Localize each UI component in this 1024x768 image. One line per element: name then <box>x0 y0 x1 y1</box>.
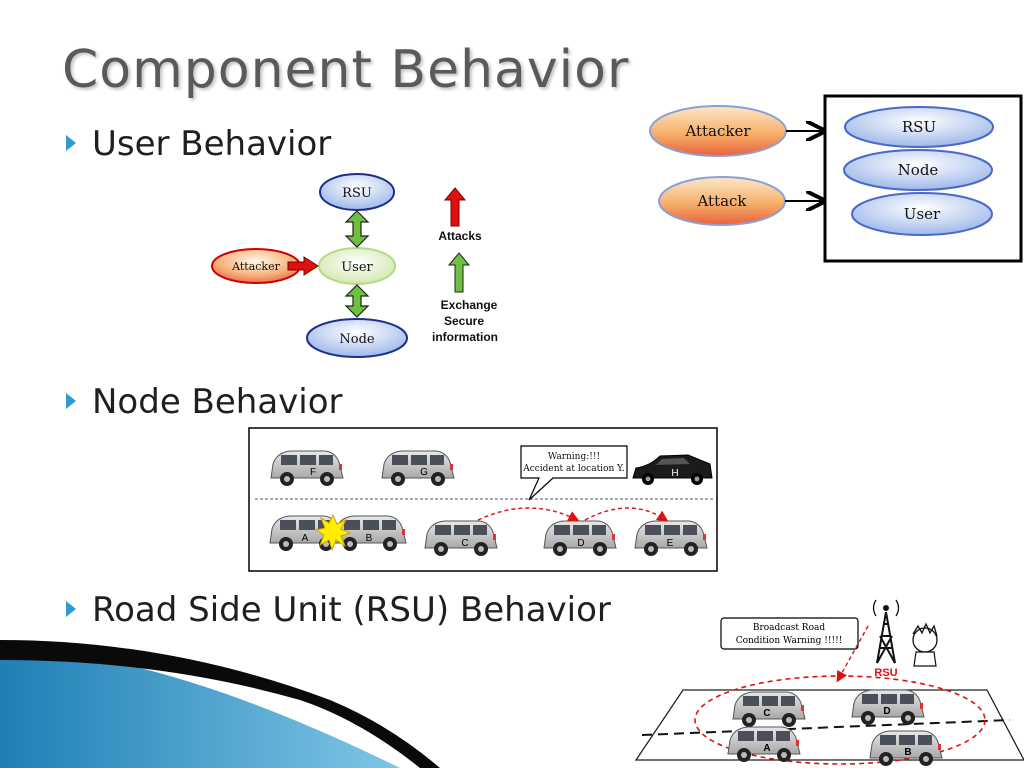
crash-burst-icon <box>314 513 352 552</box>
exchange-double-arrow-icon <box>344 210 370 248</box>
bullet-text: Node Behavior <box>92 382 343 422</box>
warning-line: Warning:!!! <box>548 452 600 462</box>
attack-label: Attack <box>696 192 747 210</box>
user-ellipse <box>318 247 396 285</box>
attack-arrow-icon <box>287 256 319 276</box>
target-rsu-label: RSU <box>902 118 936 136</box>
bullet-user-behavior: User Behavior <box>66 124 331 164</box>
warning-callout <box>520 445 628 501</box>
target-node-label: Node <box>898 161 939 179</box>
bullet-text: User Behavior <box>92 124 332 164</box>
car-label: F <box>310 467 316 478</box>
attacker-label: Attacker <box>684 122 751 140</box>
warning-line: Accident at location Y. <box>522 464 625 474</box>
slide-title: Component Behavior <box>62 40 630 100</box>
car-label: C <box>763 708 770 719</box>
exchange-double-arrow-icon <box>344 284 370 318</box>
target-user-label: User <box>904 205 941 223</box>
legend-exchange-line: Secure <box>444 314 484 328</box>
user-behavior-diagram: RSU User Attacker Node Attacks Exchange … <box>211 173 498 358</box>
decorative-wave <box>0 640 440 768</box>
sports-car-icon <box>632 454 713 485</box>
car-label: B <box>366 533 373 544</box>
car-label: E <box>667 538 674 549</box>
car-label: B <box>904 747 911 758</box>
legend-green-arrow-icon <box>447 252 471 293</box>
rsu-tower-icon <box>872 599 900 664</box>
node-behavior-scene: Warning:!!! Accident at location Y. F G … <box>248 427 718 572</box>
car-label: A <box>302 533 309 544</box>
bullet-arrow-icon <box>66 392 76 409</box>
legend-exchange-line: Exchange <box>441 298 498 312</box>
car-label: C <box>461 538 468 549</box>
rsu-behavior-scene: Broadcast Road Condition Warning !!!!! R… <box>634 599 1024 767</box>
legend-exchange-line: information <box>432 330 498 344</box>
target-ellipse <box>851 192 993 236</box>
car-label: D <box>883 706 890 717</box>
rsu-tower-label: RSU <box>874 667 897 679</box>
broadcast-line: Condition Warning !!!!! <box>736 636 843 646</box>
bullet-text: Road Side Unit (RSU) Behavior <box>92 590 611 630</box>
bullet-arrow-icon <box>66 134 76 151</box>
attacker-label: Attacker <box>231 260 280 273</box>
target-ellipse <box>844 106 994 148</box>
rsu-label: RSU <box>342 186 372 201</box>
attack-diagram: Attacker Attack RSU Node User <box>649 94 1023 263</box>
relay-arrow-icon <box>584 507 669 522</box>
legend-red-arrow-icon <box>443 187 467 227</box>
car-label: D <box>577 538 584 549</box>
rsu-ellipse <box>319 173 395 211</box>
bullet-arrow-icon <box>66 600 76 617</box>
car-label: H <box>671 468 678 479</box>
broadcast-line: Broadcast Road <box>753 623 826 633</box>
car-label: A <box>763 743 770 754</box>
road-surface <box>634 689 1024 761</box>
cartoon-character-icon <box>912 622 938 667</box>
bullet-node-behavior: Node Behavior <box>66 382 343 422</box>
target-ellipse <box>843 149 993 191</box>
user-label: User <box>341 260 373 275</box>
bullet-rsu-behavior: Road Side Unit (RSU) Behavior <box>66 590 611 630</box>
lane-divider <box>641 719 1011 736</box>
node-label: Node <box>339 332 375 347</box>
broadcast-arrow-icon <box>836 625 869 683</box>
relay-arrow-icon <box>477 507 580 522</box>
node-ellipse <box>306 318 408 358</box>
broadcast-callout <box>720 617 859 650</box>
car-label: G <box>420 467 428 478</box>
legend-attacks-label: Attacks <box>438 229 482 243</box>
